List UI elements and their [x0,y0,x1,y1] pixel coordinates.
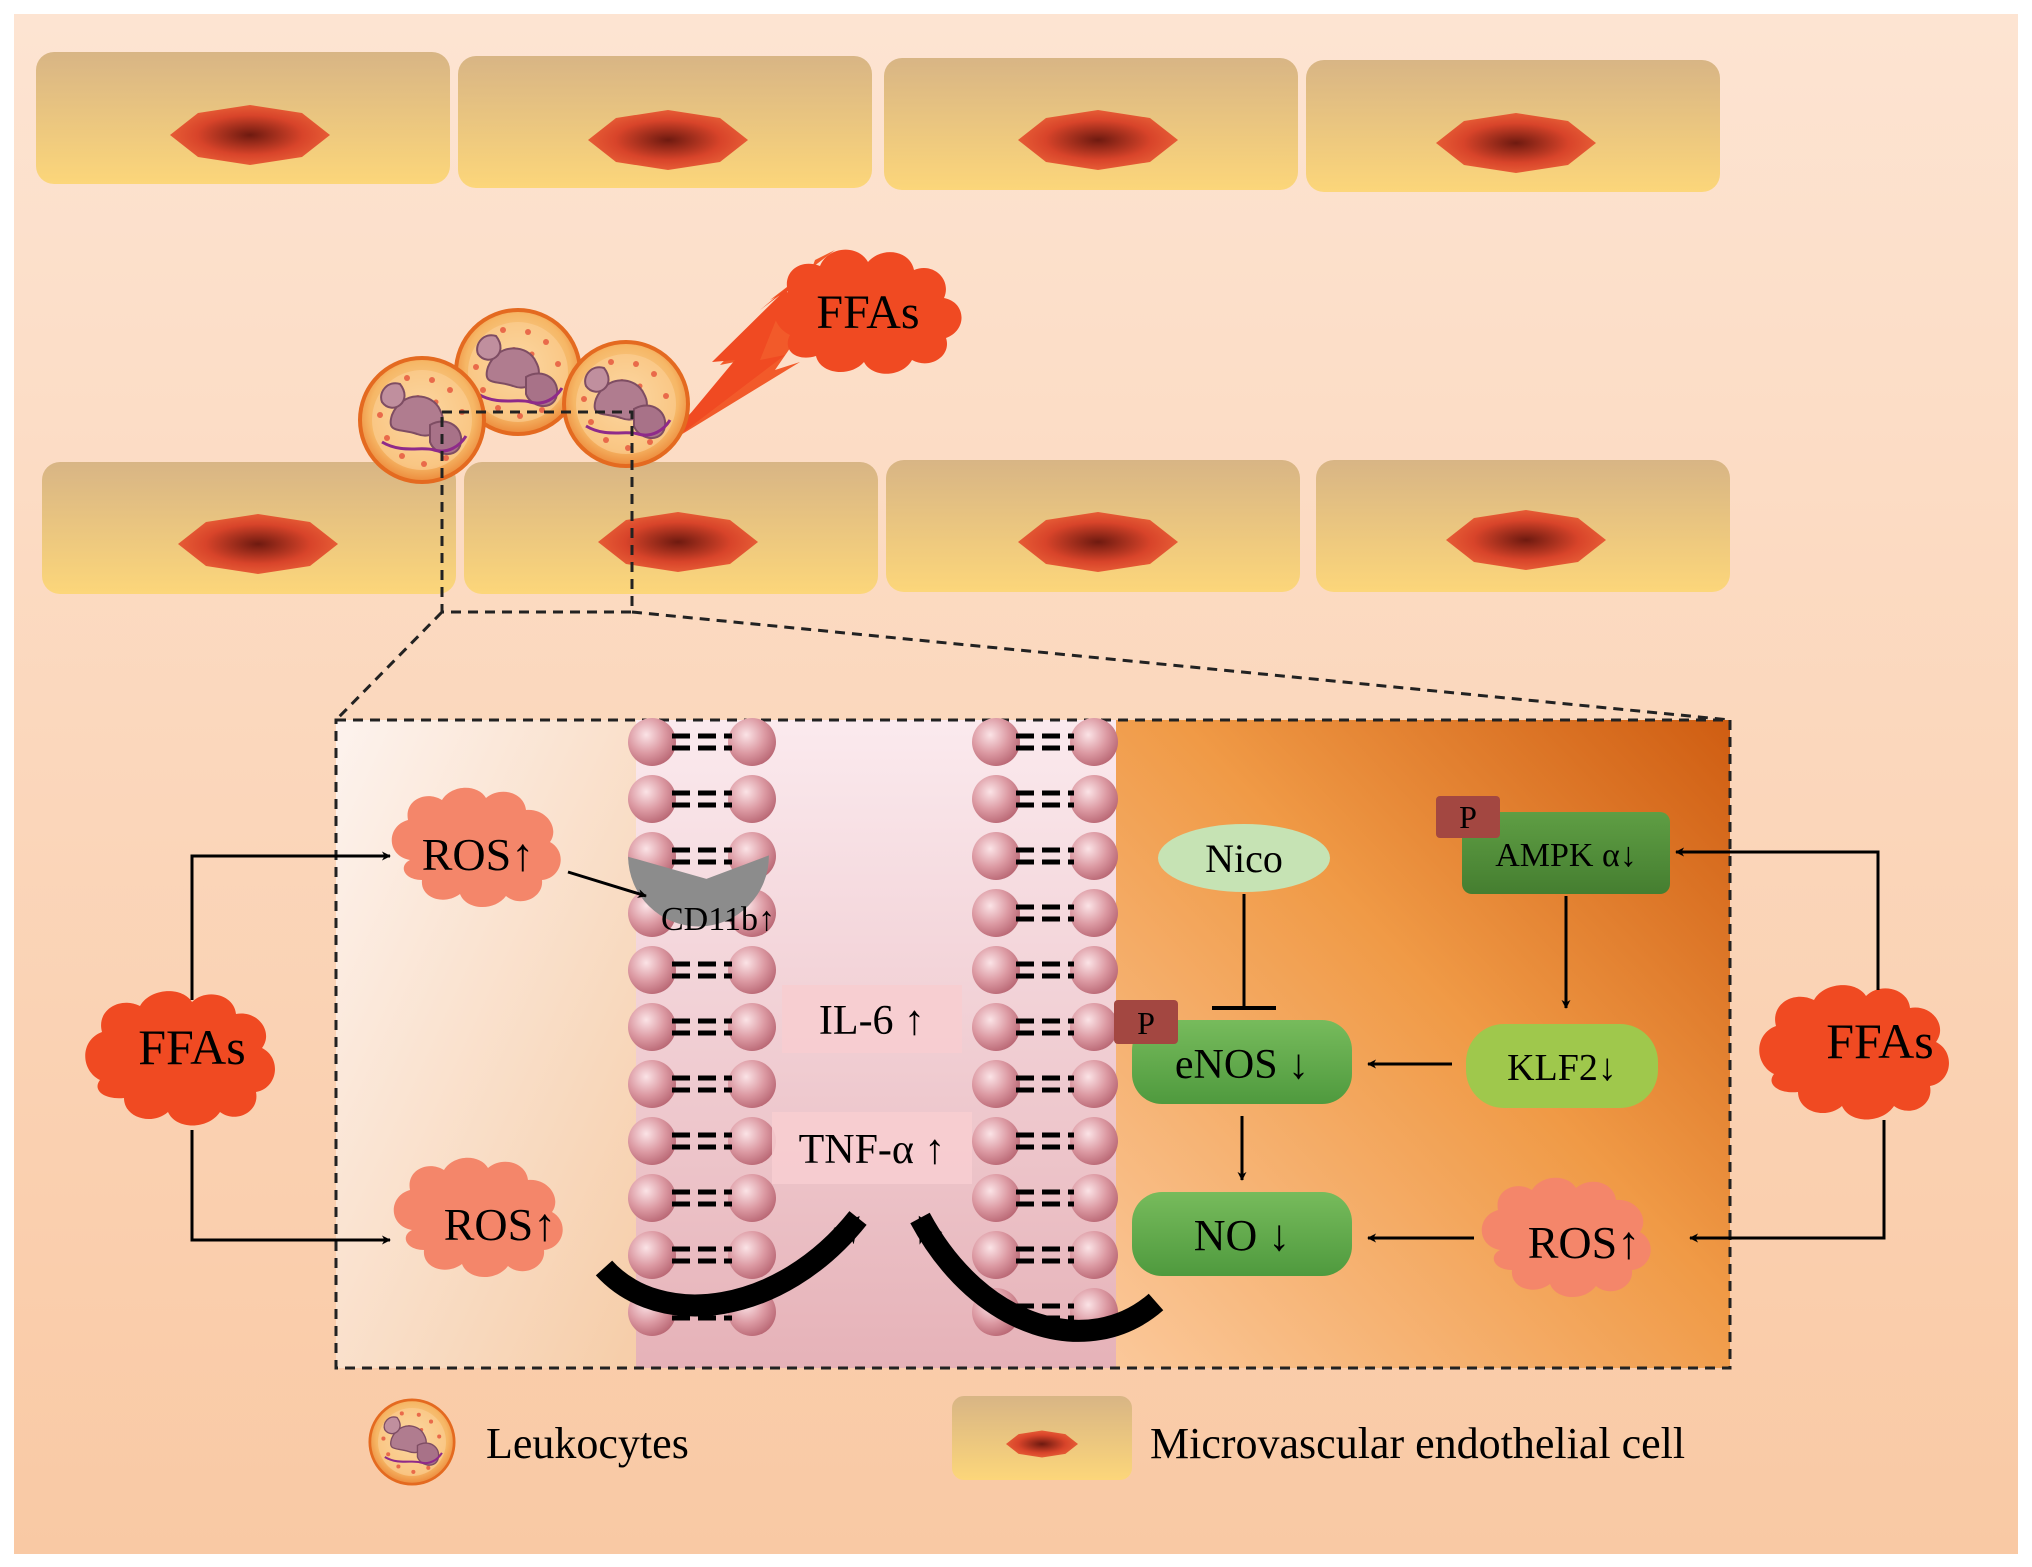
ros-label-right: ROS↑ [1528,1217,1640,1268]
legend-leukocytes-label: Leukocytes [486,1419,689,1468]
leukocyte [358,356,486,484]
membrane-lipid-head [628,775,676,823]
tnfa-label: TNF-α ↑ [799,1127,946,1173]
enos-phospho-label: P [1137,1005,1155,1041]
membrane-lipid-head [1070,718,1118,766]
curved-arrow-ros-to-tnfa [595,1211,867,1317]
membrane-lipid-head [628,1003,676,1051]
klf2-label: KLF2↓ [1507,1047,1617,1089]
zoom-indicator [334,410,1731,722]
membrane-lipid-head [972,1003,1020,1051]
legend-endothelial-label: Microvascular endothelial cell [1150,1419,1685,1468]
membrane-lipid-head [972,1060,1020,1108]
enos-node [1132,1020,1352,1104]
legend: Leukocytes Microvascular endothelial cel… [368,1396,1685,1486]
membrane-lipid-head [728,775,776,823]
ffas-cloud-top: FFAs [773,249,962,374]
membrane-lipid-head [628,1060,676,1108]
arrow-ros-to-cd11b [567,870,647,898]
ffa-lightning-bolt-core [660,285,790,450]
ampk-label: AMPK α↓ [1495,837,1637,874]
membrane-leukocyte [628,718,776,1336]
membrane-lipid-head [1070,889,1118,937]
klf2-node [1466,1024,1658,1108]
membrane-lipid-head [728,1060,776,1108]
legend-leukocyte-icon [368,1398,456,1486]
ros-cloud-left-top: ROS↑ [391,787,561,908]
il6-box [782,985,962,1053]
ffas-label-top: FFAs [816,286,919,339]
membrane-lipid-head [1070,775,1118,823]
il6-label: IL-6 ↑ [819,998,925,1044]
membrane-lipid-head [1070,1231,1118,1279]
enos-phospho-tag [1114,1000,1178,1044]
membrane-lipid-head [1070,832,1118,880]
leukocyte [562,340,690,468]
ffas-cloud-left: FFAs [85,991,275,1126]
ampk-phospho-tag [1436,796,1500,838]
membrane-lipid-head [972,1231,1020,1279]
membrane-lipid-head [972,718,1020,766]
membrane-lipid-head [728,718,776,766]
cd11b-receptor [628,855,769,927]
membrane-lipid-head [1070,1117,1118,1165]
membrane-lipid-head [728,1174,776,1222]
ffas-cloud-right: FFAs [1759,985,1949,1120]
membrane-lipid-head [1070,946,1118,994]
zoom-panel-border [334,718,1732,1370]
cd11b-label: CD11b↑ [661,901,775,938]
membrane-lipid-head [1070,1003,1118,1051]
tnfa-box [772,1112,972,1184]
enos-label: eNOS ↓ [1175,1042,1309,1088]
membrane-lipid-head [972,1174,1020,1222]
no-node [1132,1192,1352,1276]
ros-cloud-right: ROS↑ [1481,1177,1651,1298]
ampk-phospho-label: P [1459,799,1477,835]
ros-cloud-left-bottom: ROS↑ [393,1157,563,1278]
membrane-lipid-head [628,1174,676,1222]
arrow-ffas-to-ros-right [1689,1120,1886,1243]
membrane-lipid-head [728,1117,776,1165]
membrane-lipid-head [972,889,1020,937]
nico-node [1158,824,1330,892]
nico-label: Nico [1205,836,1283,881]
ros-label-left-bottom: ROS↑ [444,1199,556,1250]
membrane-lipid-head [728,1231,776,1279]
membrane-lipid-head [972,946,1020,994]
membrane-lipid-head [1070,1174,1118,1222]
ampk-node [1462,812,1670,894]
membrane-lipid-head [628,1117,676,1165]
membrane-lipid-head [972,775,1020,823]
arrow-ffas-to-ampk [1675,847,1880,990]
membrane-lipid-head [972,1117,1020,1165]
endothelial-row-bottom [42,460,1730,594]
endothelial-row-top [36,52,1720,192]
pathway-arrows [190,847,1886,1245]
membrane-lipid-head [628,1231,676,1279]
ros-label-left-top: ROS↑ [422,829,534,880]
curved-arrow-no-to-tnfa [910,1212,1164,1342]
arrow-ffas-to-ros-top [190,851,391,1000]
membrane-lipid-head [972,832,1020,880]
membrane-lipid-head [728,1003,776,1051]
arrow-ffas-to-ros-bottom [190,1130,391,1245]
membrane-lipid-head [628,946,676,994]
membrane-lipid-head [1070,1060,1118,1108]
membrane-lipid-head [728,946,776,994]
ffas-label-left: FFAs [138,1019,245,1075]
membrane-lipid-head [628,718,676,766]
no-label: NO ↓ [1194,1211,1291,1260]
ffas-label-right: FFAs [1826,1013,1933,1069]
